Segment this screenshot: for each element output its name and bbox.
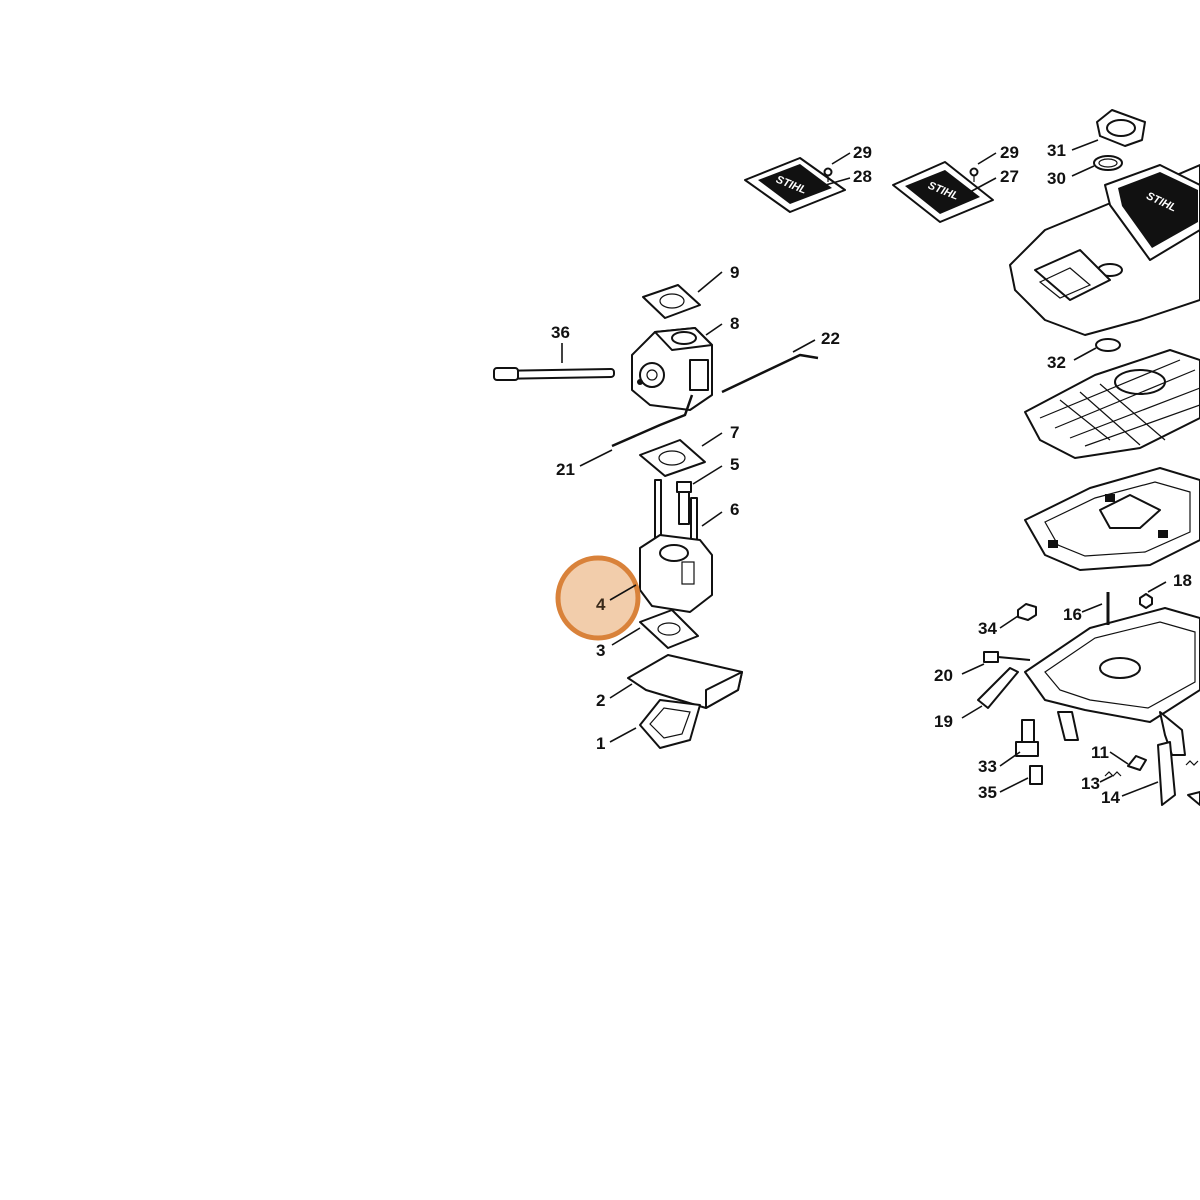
callout-5: 5 [730,455,739,474]
callout-labels: 29 28 29 27 31 30 9 8 36 22 32 7 21 5 6 … [551,141,1192,807]
callout-14: 14 [1101,788,1120,807]
filler-cap-31[interactable] [1096,109,1146,147]
decal-27[interactable]: STIHL [892,161,994,223]
callout-13: 13 [1081,774,1100,793]
callout-3: 3 [596,641,605,660]
callout-22: 22 [821,329,840,348]
callout-34: 34 [978,619,997,638]
callout-7: 7 [730,423,739,442]
air-filter[interactable] [1024,349,1200,459]
highlight-marker[interactable] [555,555,641,641]
callout-20: 20 [934,666,953,685]
flange-4[interactable] [639,534,713,613]
screw-29a[interactable] [823,167,833,183]
callout-4: 4 [596,595,606,614]
rod-19[interactable] [977,667,1019,709]
gasket-9[interactable] [642,284,701,319]
screw-29b[interactable] [969,167,979,183]
leader-lines [561,139,1167,797]
lever-14[interactable] [1157,741,1176,806]
callout-9: 9 [730,263,739,282]
callout-30: 30 [1047,169,1066,188]
callout-6: 6 [730,500,739,519]
callout-18: 18 [1173,571,1192,590]
callout-19: 19 [934,712,953,731]
screw-5[interactable] [676,481,692,525]
plate-2[interactable] [627,654,743,709]
callout-31: 31 [1047,141,1066,160]
callout-29b: 29 [1000,143,1019,162]
spring-13[interactable] [1104,771,1122,777]
callout-28: 28 [853,167,872,186]
callout-33: 33 [978,757,997,776]
linkage-21[interactable] [611,394,694,448]
gasket-7[interactable] [639,439,706,477]
linkage-22[interactable] [721,353,819,394]
switch-33[interactable] [1015,719,1039,757]
callout-16: 16 [1063,605,1082,624]
callout-29a: 29 [853,143,872,162]
filter-base[interactable] [1024,467,1200,571]
screw-20[interactable] [983,651,1031,663]
callout-36: 36 [551,323,570,342]
callout-11: 11 [1091,743,1109,762]
part-35[interactable] [1029,765,1043,785]
part-11[interactable] [1127,755,1147,771]
callout-35: 35 [978,783,997,802]
nut-34[interactable] [1017,603,1037,621]
callout-32: 32 [1047,353,1066,372]
gasket-1[interactable] [639,699,701,749]
callout-2: 2 [596,691,605,710]
shroud-cover[interactable]: STIHL [1009,164,1200,336]
decal-28[interactable]: STIHL [744,157,846,213]
callout-8: 8 [730,314,739,333]
callout-27: 27 [1000,167,1019,186]
rod-36[interactable] [492,367,616,381]
spring-right [1185,760,1200,806]
gasket-3[interactable] [639,609,699,649]
carrier-plate[interactable] [1024,607,1200,756]
grommet-32[interactable] [1095,338,1121,352]
o-ring-30[interactable] [1093,155,1123,171]
carburetor-8[interactable] [631,327,713,411]
nut-18[interactable] [1139,593,1153,609]
callout-1: 1 [596,734,605,753]
callout-21: 21 [556,460,575,479]
